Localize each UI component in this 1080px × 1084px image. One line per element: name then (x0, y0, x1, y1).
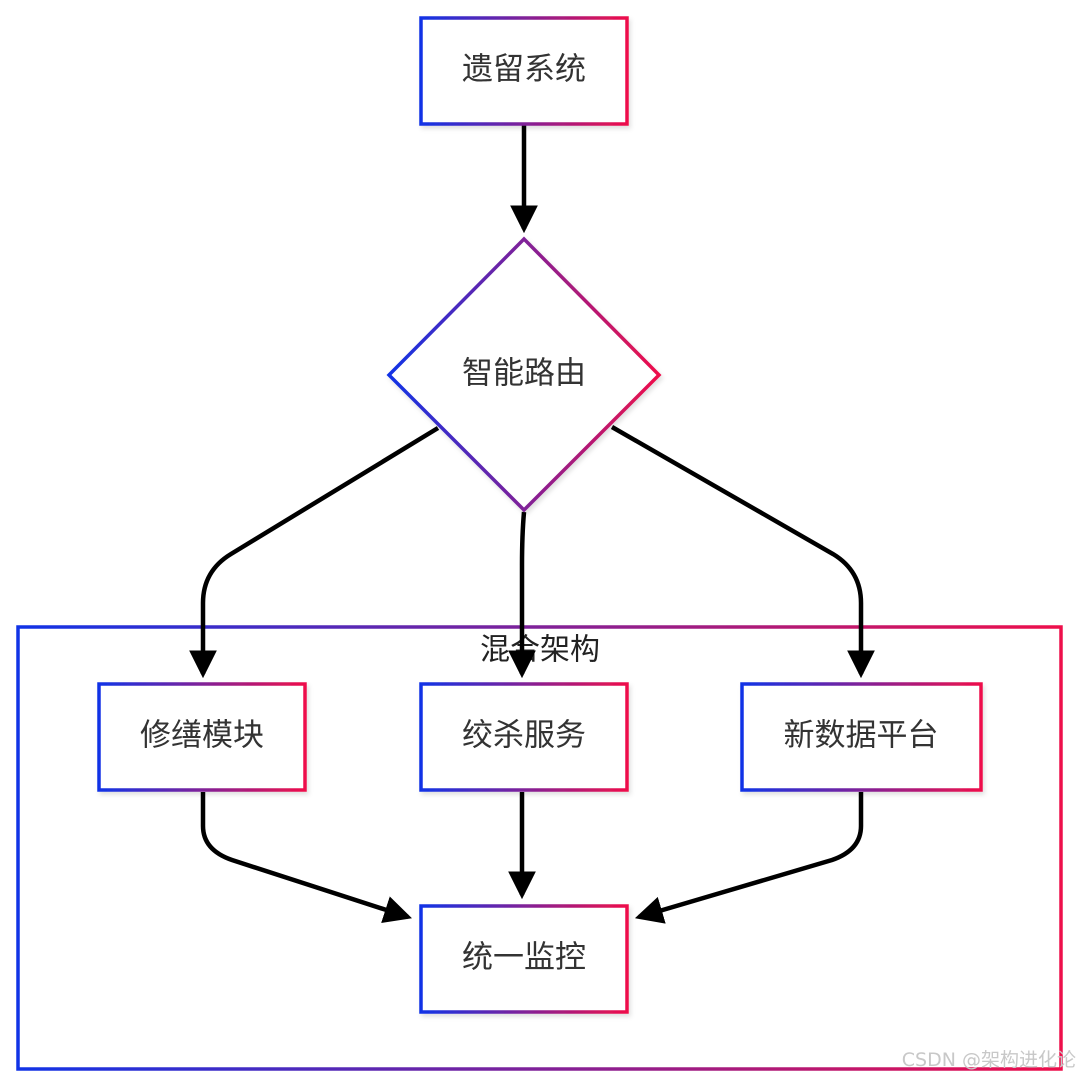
edge-router-to-repair (189, 426, 440, 679)
edges (189, 125, 875, 924)
watermark: CSDN @架构进化论 (902, 1049, 1076, 1071)
node-smart-router[interactable] (386, 236, 662, 513)
hybrid-architecture-group: 混合架构 (16, 625, 1063, 1071)
node-repair-module[interactable] (97, 682, 307, 792)
group-border (16, 625, 1063, 1071)
node-new-data-platform-label: 新数据平台 (784, 718, 939, 754)
node-smart-router-label: 智能路由 (462, 356, 586, 392)
node-legacy-system[interactable] (419, 16, 629, 126)
node-strangler-service[interactable] (419, 682, 629, 792)
node-legacy-system-label: 遗留系统 (462, 52, 586, 88)
node-strangler-service-label: 绞杀服务 (462, 718, 586, 754)
edge-repair-to-monitor (200, 792, 412, 923)
edge-router-to-newdata (610, 425, 875, 679)
node-new-data-platform[interactable] (740, 682, 983, 792)
node-repair-module-label: 修缮模块 (140, 718, 264, 754)
group-title: 混合架构 (480, 633, 600, 668)
node-unified-monitoring-label: 统一监控 (462, 940, 586, 976)
edge-router-to-strangler (508, 511, 536, 679)
node-unified-monitoring[interactable] (419, 904, 629, 1014)
edge-newdata-to-monitor (634, 792, 864, 924)
